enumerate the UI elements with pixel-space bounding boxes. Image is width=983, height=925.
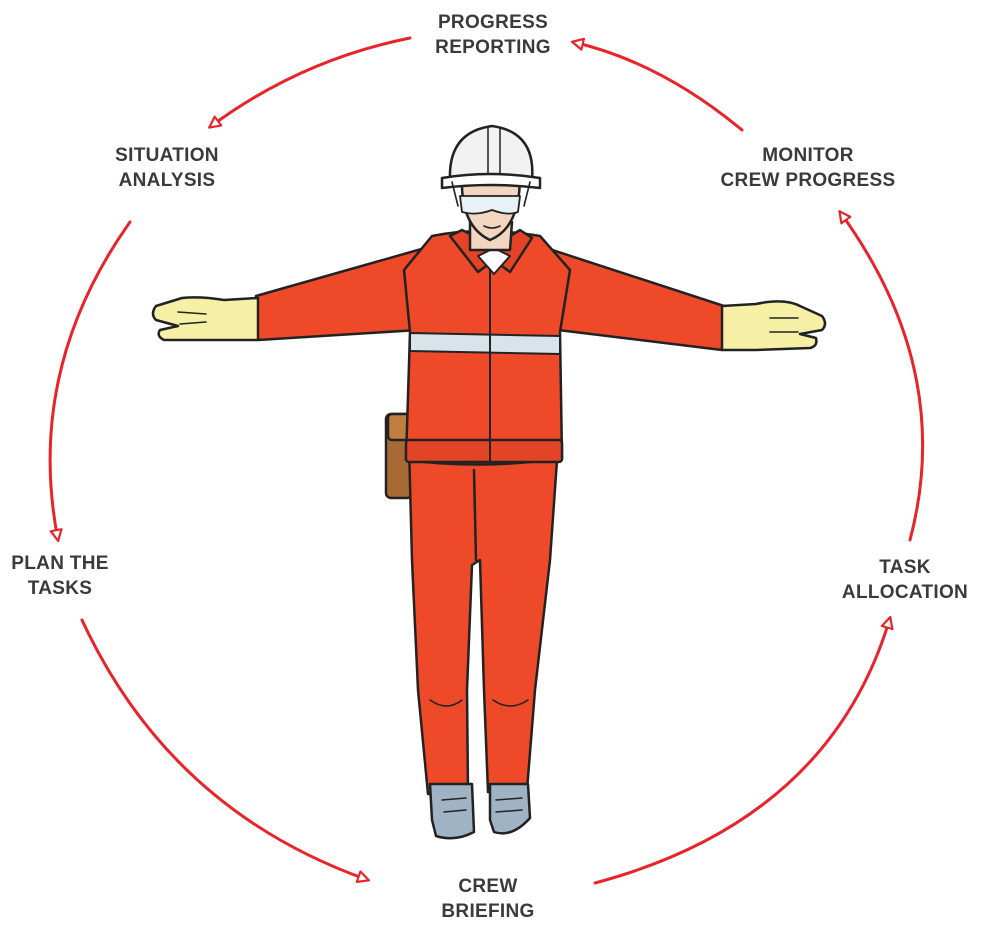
step-task-allocation: TASK ALLOCATION (830, 555, 980, 605)
step-monitor-crew-progress-line-2: CREW PROGRESS (718, 168, 898, 193)
step-monitor-crew-progress-line-1: MONITOR (718, 143, 898, 168)
step-situation-analysis-line-1: SITUATION (92, 143, 242, 168)
step-crew-briefing-line-2: BRIEFING (428, 899, 548, 924)
step-crew-briefing: CREW BRIEFING (428, 874, 548, 924)
step-task-allocation-line-1: TASK (830, 555, 980, 580)
step-situation-analysis: SITUATION ANALYSIS (92, 143, 242, 193)
arrow-situation-to-plan (50, 222, 130, 540)
worker-arms-outstretched-illustration (153, 126, 825, 838)
step-progress-reporting: PROGRESS REPORTING (416, 10, 570, 60)
arrow-allocation-to-monitor (840, 212, 923, 540)
step-task-allocation-line-2: ALLOCATION (830, 580, 980, 605)
jacket-hem (406, 440, 562, 462)
arrow-reporting-to-situation (210, 38, 410, 127)
boots (430, 784, 530, 838)
step-monitor-crew-progress: MONITOR CREW PROGRESS (718, 143, 898, 193)
arrow-plan-to-briefing (82, 620, 368, 880)
safety-glasses (460, 196, 520, 214)
reflective-stripe (410, 333, 560, 354)
step-situation-analysis-line-2: ANALYSIS (92, 168, 242, 193)
step-progress-reporting-line-2: REPORTING (416, 35, 570, 60)
left-glove (153, 297, 258, 340)
step-plan-the-tasks-line-1: PLAN THE (0, 551, 120, 576)
right-sleeve (540, 246, 724, 350)
step-plan-the-tasks-line-2: TASKS (0, 576, 120, 601)
right-glove (722, 301, 825, 350)
arrow-monitor-to-reporting (573, 42, 742, 130)
trousers (409, 446, 558, 794)
step-crew-briefing-line-1: CREW (428, 874, 548, 899)
arrow-briefing-to-allocation (595, 618, 890, 883)
step-progress-reporting-line-1: PROGRESS (416, 10, 570, 35)
step-plan-the-tasks: PLAN THE TASKS (0, 551, 120, 601)
